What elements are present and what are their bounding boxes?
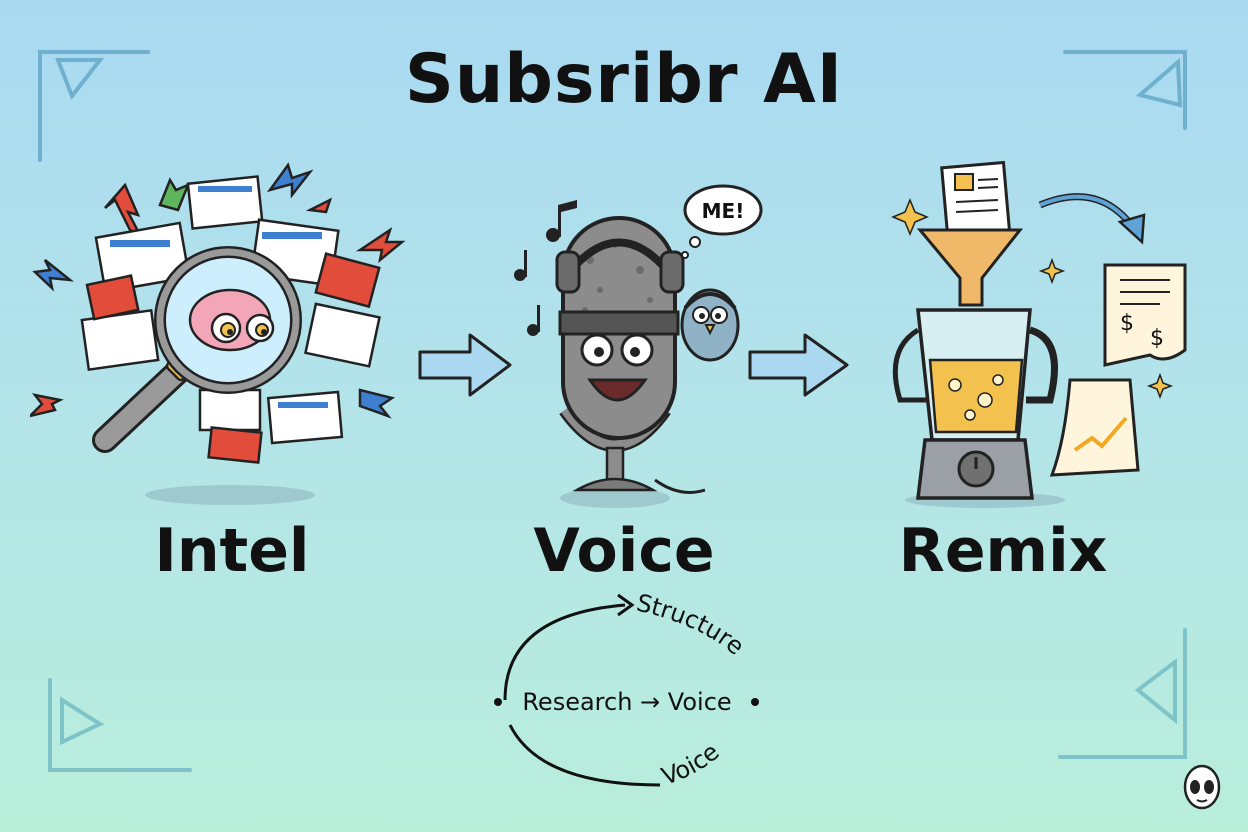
step-label-remix: Remix: [898, 516, 1108, 586]
cycle-center-text: Research → Voice: [522, 688, 731, 716]
flow-arrow-2: [748, 333, 849, 397]
svg-text:$: $: [1150, 326, 1164, 351]
alien-icon: [1183, 764, 1221, 810]
magnifier-brain-icon: [30, 162, 406, 505]
cycle-top-text: Structure: [634, 590, 750, 661]
cycle-bottom-text: Voice: [658, 738, 725, 791]
speech-bubble-text: ME!: [702, 199, 745, 223]
svg-text:$: $: [1120, 311, 1134, 336]
page-title: Subsribr AI: [404, 40, 844, 119]
step-label-voice: Voice: [533, 516, 715, 586]
flow-arrow-1: [418, 333, 512, 397]
cycle-diagram: Research → Voice Structure Voice: [494, 590, 759, 791]
step-label-intel: Intel: [154, 516, 310, 586]
blender-funnel-icon: $$: [891, 160, 1187, 508]
microphone-mascot-icon: ME!: [514, 184, 763, 508]
